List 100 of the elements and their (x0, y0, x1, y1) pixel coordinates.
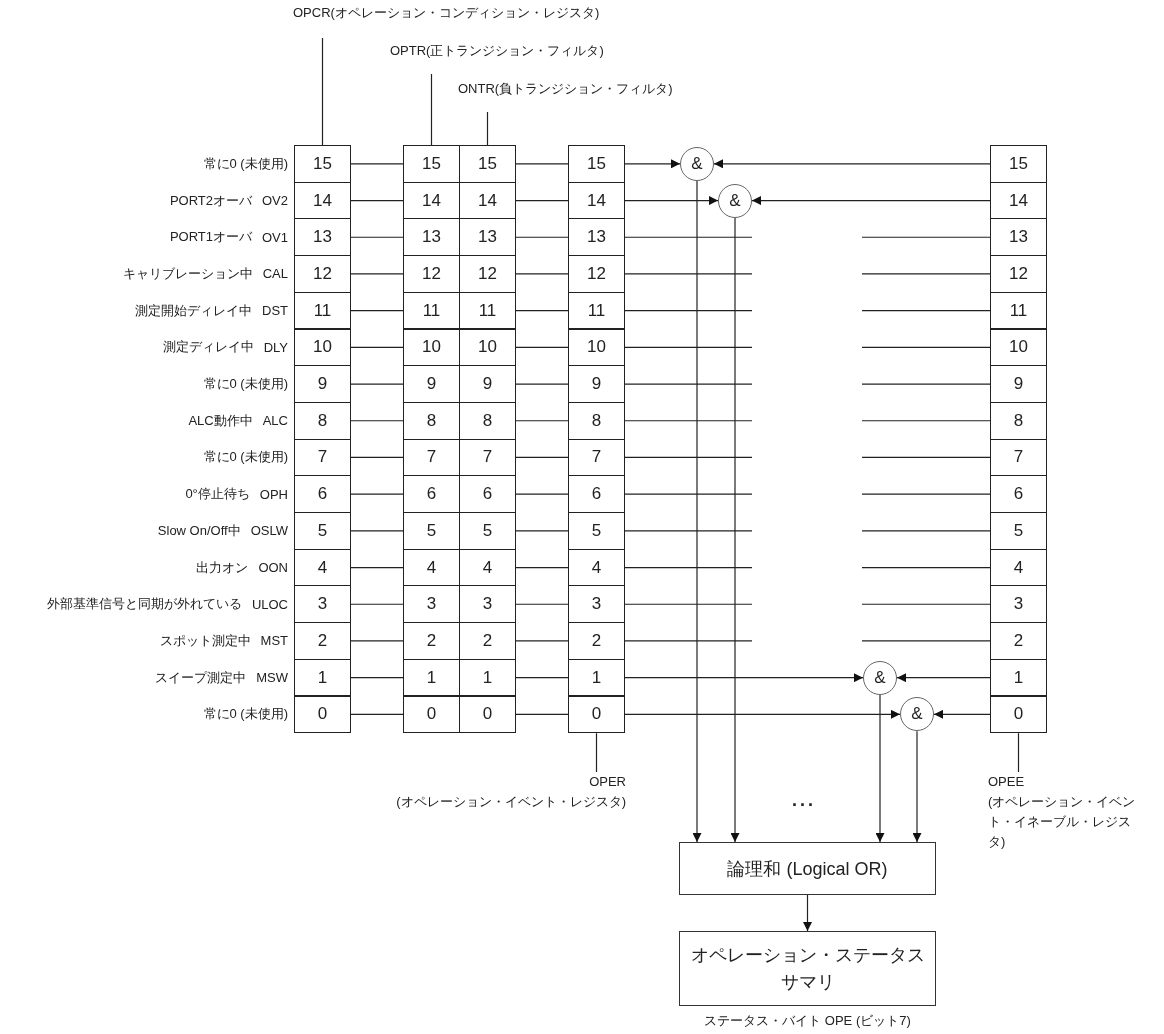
register-bit-cell: 7 (294, 438, 351, 477)
register-bit-cell: 5 (990, 512, 1047, 550)
arrow (896, 673, 991, 683)
register-bit-cell: 3 (990, 585, 1047, 624)
connector-line (861, 640, 991, 642)
connector-line (515, 640, 569, 642)
arrow (624, 709, 901, 719)
register-bit-cell: 12 (568, 255, 625, 293)
connector-line (350, 273, 404, 275)
register-bit-cell: 14 (294, 181, 351, 220)
arrow (713, 159, 991, 169)
leader-line (486, 111, 489, 146)
register-bit-cell: 1 (568, 658, 625, 697)
register-bit-cell: 2 (294, 622, 351, 660)
bit-description: 0°停止待ち (185, 485, 250, 504)
connector-line (350, 640, 404, 642)
bit-code: ULOC (251, 596, 288, 612)
bit-code: DLY (263, 339, 288, 355)
connector-line (515, 493, 569, 495)
connector-line (515, 603, 569, 605)
arrow (624, 673, 864, 683)
register-bit-cell: 4 (990, 548, 1047, 587)
connector-line (861, 456, 991, 459)
register-bit-cell: 1 (990, 658, 1047, 697)
register-bit-cell: 0 (568, 695, 625, 734)
register-bit-cell: 11 (459, 291, 516, 330)
register-bit-cell: 13 (568, 218, 625, 257)
connector-line (861, 603, 991, 605)
register-description: (オペレーション・イベント・レジスタ) (395, 793, 626, 811)
connector-line (350, 530, 404, 532)
register-bit-cell: 0 (294, 695, 351, 734)
register-bit-cell: 4 (568, 548, 625, 587)
and-gate-circle: & (680, 146, 714, 181)
register-bit-cell: 3 (568, 585, 625, 624)
register-bit-cell: 8 (568, 401, 625, 440)
register-label: ONTR(負トランジション・フィルタ) (458, 80, 673, 98)
connector-line (350, 346, 404, 348)
connector-line (515, 420, 569, 422)
register-bit-cell: 6 (990, 475, 1047, 513)
connector-line (515, 383, 569, 385)
caption-text: ステータス・バイト OPE (ビット7) (704, 1012, 911, 1030)
arrow (751, 196, 991, 206)
bit-code: CAL (262, 266, 288, 282)
connector-line (861, 383, 991, 385)
connector-line (515, 456, 569, 459)
connector-line (624, 493, 753, 495)
bit-code: DST (262, 303, 288, 319)
ellipsis-text: ... (792, 790, 816, 811)
bit-code: OV2 (262, 193, 288, 209)
connector-line (350, 456, 404, 459)
register-bit-cell: 1 (403, 658, 460, 697)
bit-description: PORT1オーバ (169, 228, 252, 247)
register-bit-cell: 14 (990, 181, 1047, 220)
connector-line (515, 677, 569, 679)
connector-line (350, 713, 404, 715)
leader-line (595, 732, 598, 773)
register-bit-cell: 13 (990, 218, 1047, 257)
register-bit-cell: 4 (294, 548, 351, 587)
arrow (912, 730, 922, 843)
connector-line (861, 566, 991, 569)
arrow (933, 709, 991, 719)
connector-line (624, 236, 753, 238)
arrow (730, 216, 740, 843)
bit-description: 出力オン (196, 558, 249, 577)
connector-line (624, 420, 753, 422)
connector-line (350, 420, 404, 422)
register-bit-cell: 0 (990, 695, 1047, 734)
register-bit-cell: 3 (294, 585, 351, 624)
register-bit-cell: 6 (568, 475, 625, 513)
connector-line (861, 236, 991, 238)
arrow (624, 159, 681, 169)
register-bit-cell: 15 (568, 145, 625, 183)
register-bit-cell: 10 (568, 328, 625, 367)
connector-line (350, 383, 404, 385)
connector-line (624, 530, 753, 532)
register-bit-cell: 13 (294, 218, 351, 257)
connector-line (515, 346, 569, 348)
register-bit-cell: 0 (403, 695, 460, 734)
connector-line (624, 383, 753, 385)
leader-line (1017, 732, 1020, 773)
register-name: OPEE (988, 773, 1026, 791)
bit-code: OPH (259, 486, 288, 502)
connector-line (624, 310, 753, 312)
register-bit-cell: 15 (403, 145, 460, 183)
connector-line (350, 566, 404, 569)
bit-description: 常に0 (未使用) (203, 448, 288, 467)
bit-description: 常に0 (未使用) (203, 705, 288, 724)
register-bit-cell: 7 (568, 438, 625, 477)
and-gate-circle: & (900, 697, 934, 732)
connector-line (515, 163, 569, 165)
bit-description: スイープ測定中 (155, 668, 247, 687)
register-bit-cell: 11 (990, 291, 1047, 330)
register-bit-cell: 15 (294, 145, 351, 183)
register-bit-cell: 1 (459, 658, 516, 697)
connector-line (624, 346, 753, 348)
connector-line (515, 310, 569, 312)
bit-description: ALC動作中 (188, 411, 253, 430)
arrow (803, 894, 812, 932)
register-bit-cell: 15 (459, 145, 516, 183)
register-bit-cell: 9 (294, 365, 351, 403)
